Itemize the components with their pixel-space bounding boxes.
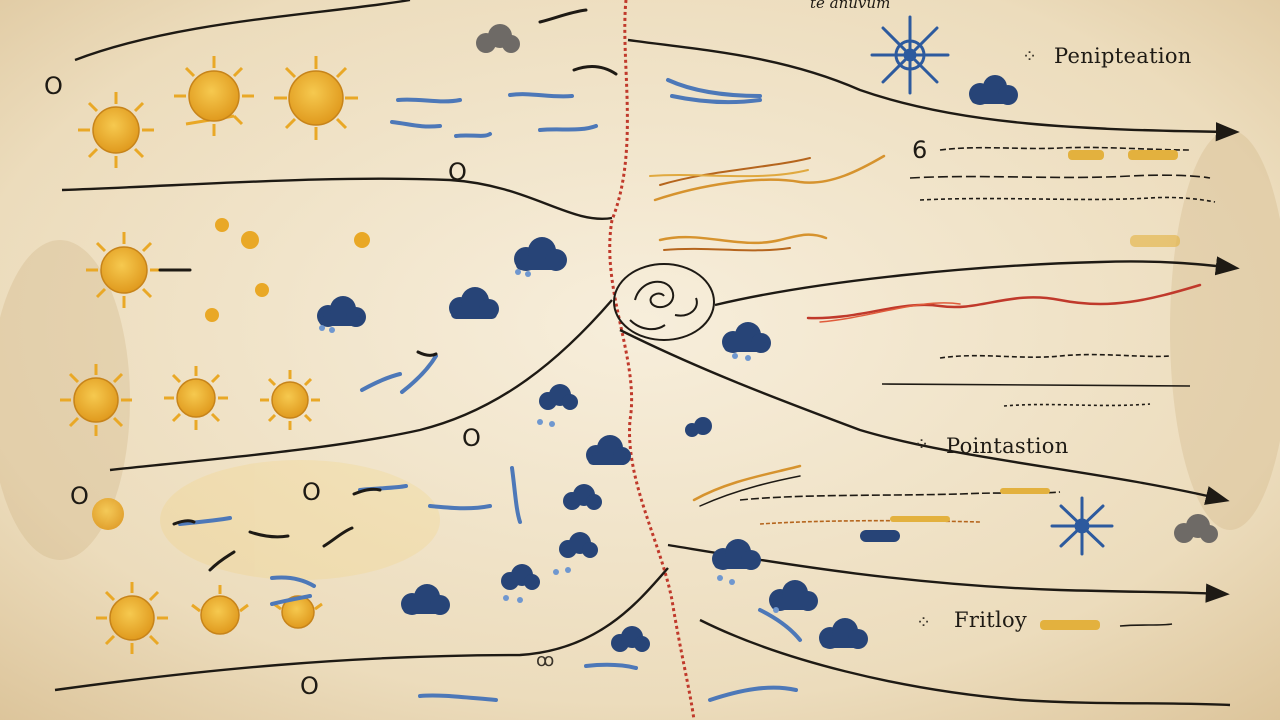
cloud-icon xyxy=(969,75,1018,105)
cloud-icon xyxy=(514,237,567,271)
grey-cloud-icon xyxy=(476,24,520,53)
cloud-icon xyxy=(769,580,818,611)
sun-icon xyxy=(273,595,323,629)
marker-glyph-1: ꝏ xyxy=(536,650,555,671)
cloud-icon xyxy=(611,626,650,652)
flow-line-5 xyxy=(714,256,1240,307)
snowflake-icon xyxy=(870,15,950,95)
fritloy-label: Fritloy xyxy=(954,608,1028,632)
lower-left-circle-glyph: O xyxy=(70,482,89,510)
flow-line-3 xyxy=(61,177,613,221)
marker-glyph-3: ⁘ xyxy=(914,434,930,455)
flow-line-2 xyxy=(627,38,1240,142)
sun-icon xyxy=(191,585,249,635)
red-divider-line xyxy=(608,0,696,720)
flow-line-1 xyxy=(74,0,411,62)
ink-wind-strokes xyxy=(158,8,618,572)
sun-icon xyxy=(96,582,168,654)
sun-icon xyxy=(86,232,162,308)
cloud-icon xyxy=(449,287,499,319)
sun-icon xyxy=(92,498,124,530)
left-mid-circle-glyph: O xyxy=(448,158,467,186)
cloud-icon xyxy=(819,618,868,649)
storm-vortex-icon xyxy=(613,263,715,341)
cloud-icon xyxy=(563,484,602,510)
marker-glyph-2: ⁘ xyxy=(1022,46,1038,67)
flow-line-6 xyxy=(619,328,1230,505)
top-left-circle-glyph: O xyxy=(44,72,63,100)
sun-icon xyxy=(260,370,320,430)
rain-drops xyxy=(319,269,779,613)
sun-icon xyxy=(78,92,154,168)
cloud-icon xyxy=(539,384,578,410)
cloud-icon xyxy=(501,564,540,590)
snowflake-icon xyxy=(1050,496,1114,556)
precipitation-label: Penipteation xyxy=(1054,44,1192,68)
cloud-icon xyxy=(401,584,450,615)
small-sun-icon xyxy=(205,218,370,322)
flow-line-9 xyxy=(699,618,1231,707)
sun-icon xyxy=(174,56,254,136)
sun-icons xyxy=(60,56,370,654)
pointastion-label: Pointastion xyxy=(946,434,1069,458)
cloud-icon xyxy=(722,322,771,353)
cloud-icon xyxy=(586,435,631,465)
cloud-icon xyxy=(559,532,598,558)
cloud-icons xyxy=(317,24,1218,652)
cloud-icon xyxy=(317,296,366,327)
flow-line-7 xyxy=(54,567,669,692)
flow-lines xyxy=(54,0,1240,707)
cloud-icon xyxy=(712,539,761,570)
bottom-circle-glyph: O xyxy=(300,672,319,700)
marker-glyph-4: ⁘ xyxy=(916,612,932,633)
sun-icon xyxy=(164,366,228,430)
bottom-small-circle-glyph: O xyxy=(302,478,321,506)
top-scribble-label: te anuvum xyxy=(810,0,891,12)
gold-scribble-accents xyxy=(890,150,1180,630)
lower-mid-circle-glyph: O xyxy=(462,424,481,452)
sun-icon xyxy=(274,56,358,140)
flow-line-4 xyxy=(109,299,613,472)
cloud-icon xyxy=(685,417,712,437)
wind-squiggle-icons xyxy=(649,154,1202,507)
grey-cloud-icon xyxy=(1174,514,1218,543)
sun-icon xyxy=(60,364,132,436)
cloud-icon xyxy=(860,530,900,542)
number-six-glyph: 6 xyxy=(912,136,928,164)
